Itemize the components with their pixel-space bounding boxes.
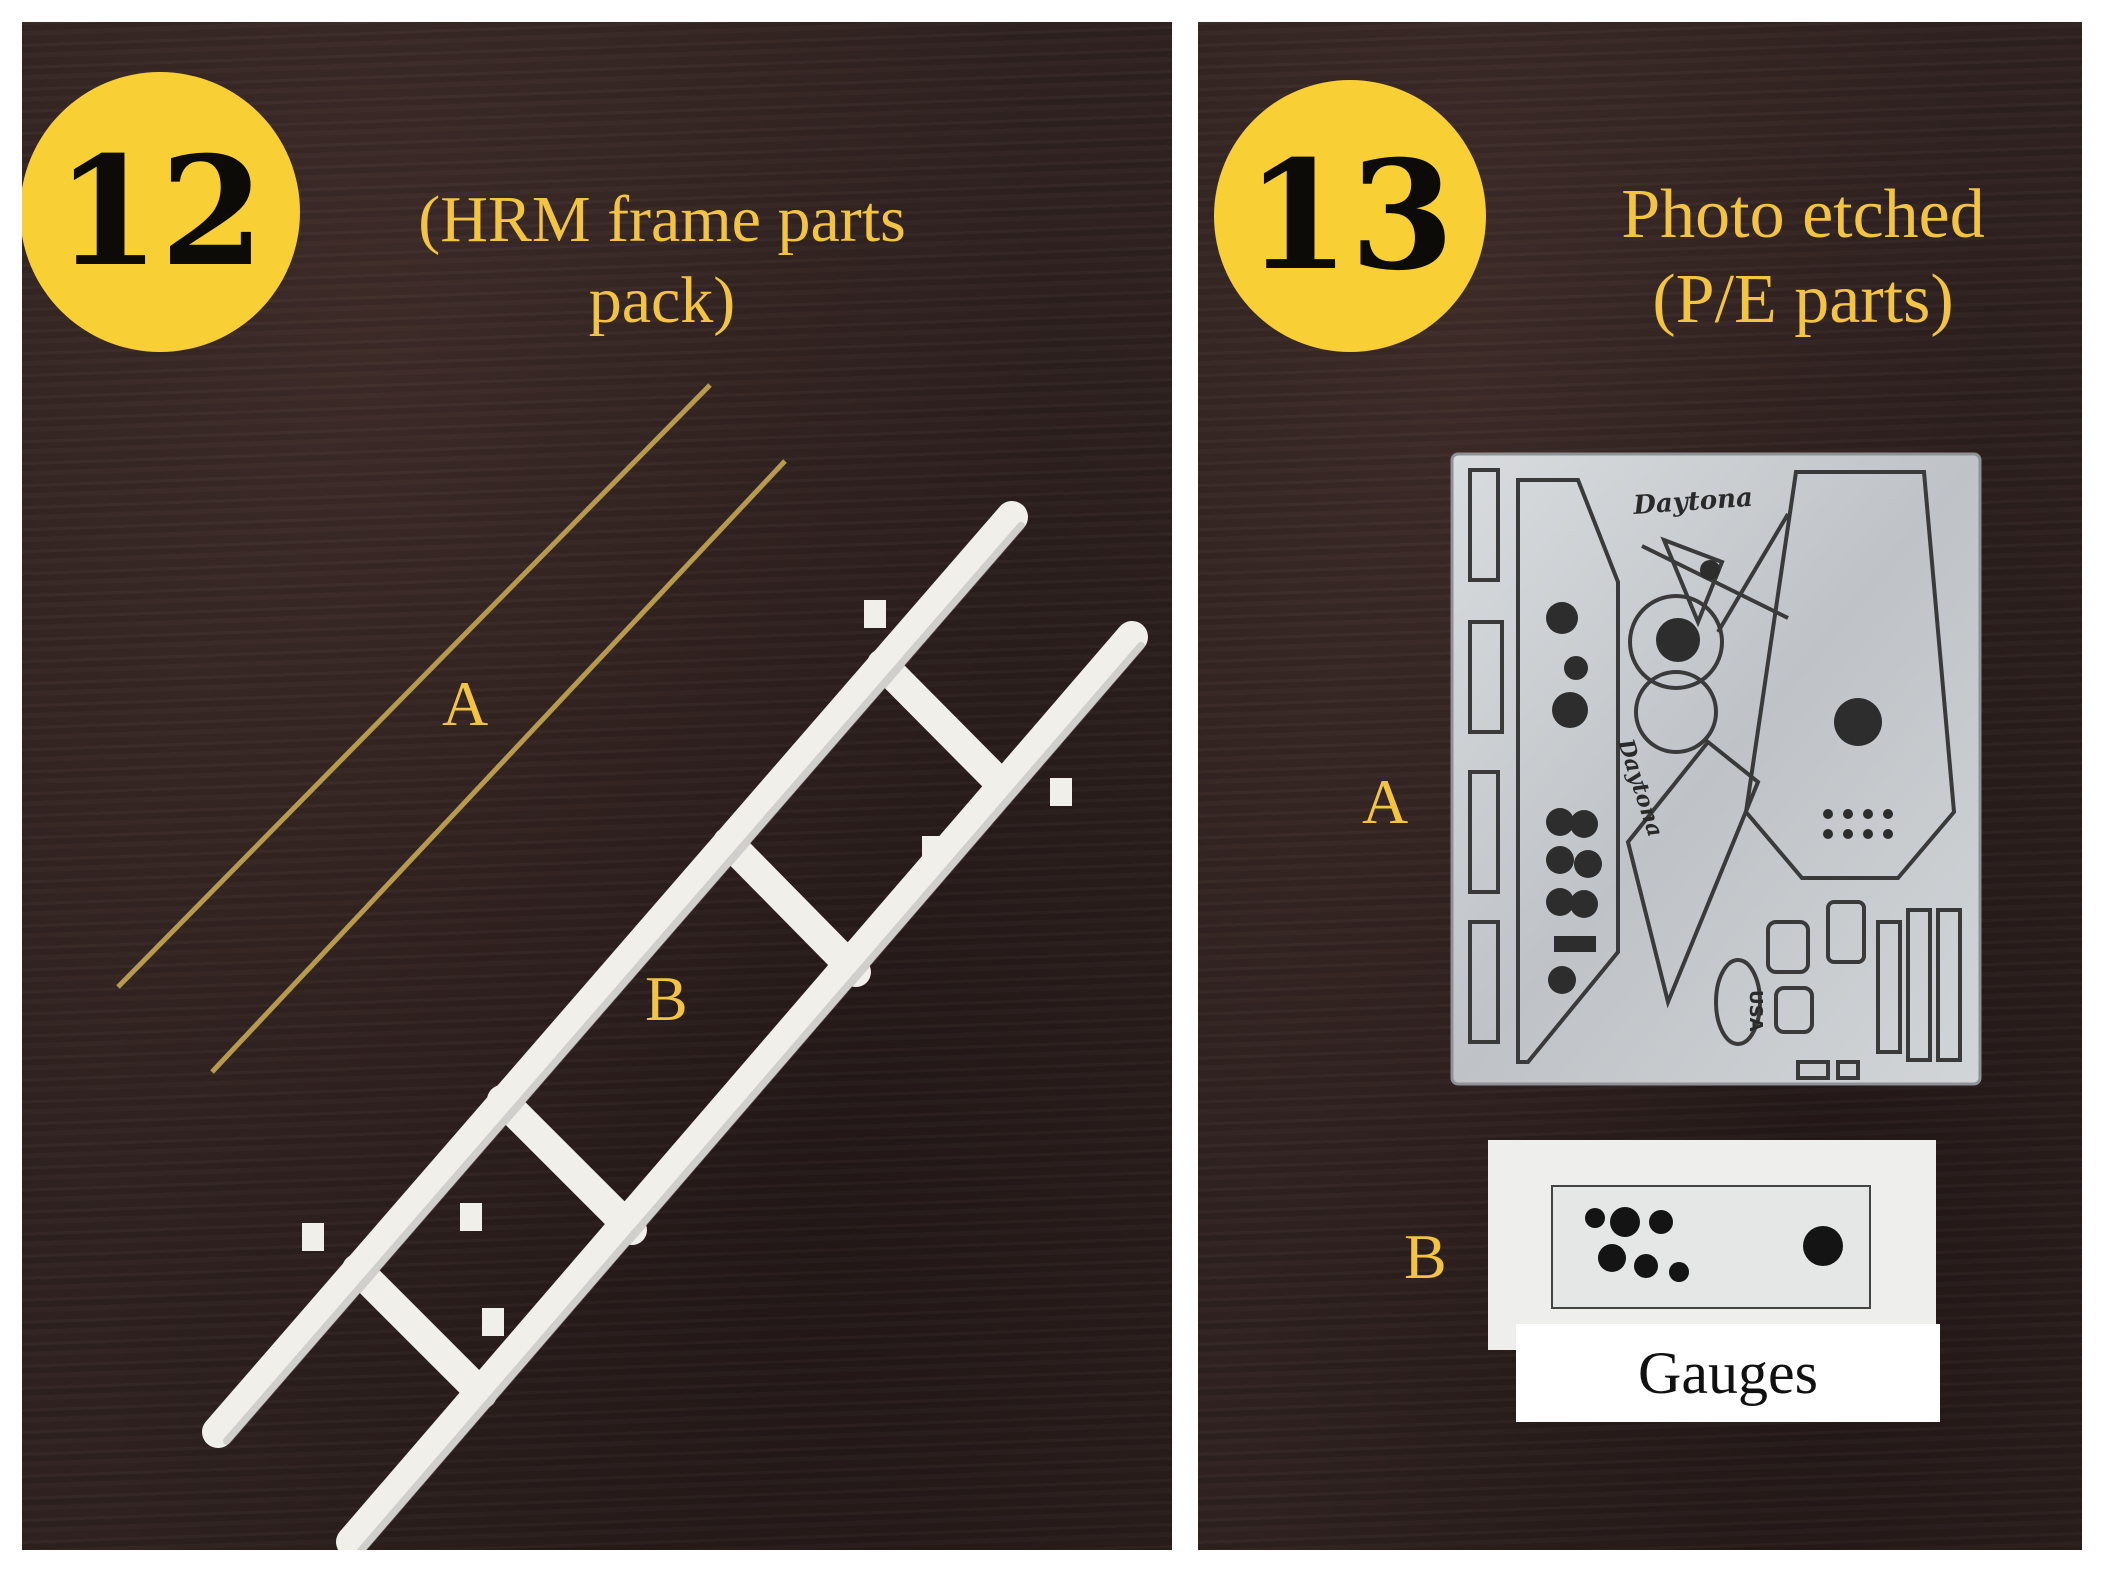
step-number: 13 xyxy=(1245,128,1455,304)
etch-dash-panel xyxy=(1516,478,1620,1064)
right-photo-panel: 13 Photo etched (P/E parts) xyxy=(1198,22,2082,1550)
photo-etch-fret: Daytona Daytona USA xyxy=(1450,452,1982,1086)
right-panel-title: Photo etched (P/E parts) xyxy=(1538,172,2068,343)
gauge-dial-large xyxy=(1803,1226,1843,1266)
title-line-1: Photo etched xyxy=(1621,176,1985,253)
frame-rail xyxy=(336,621,1148,1550)
gauge-dial xyxy=(1669,1262,1689,1282)
etch-usa-text: USA xyxy=(1745,990,1766,1032)
brass-rod-1 xyxy=(116,383,712,989)
step-13-badge: 13 xyxy=(1214,80,1486,352)
frame-mounting-tab xyxy=(302,1223,324,1251)
frame-mounting-tab xyxy=(1050,778,1072,806)
fret-sheet xyxy=(1450,452,1982,1086)
gauge-decal-sheet xyxy=(1488,1140,1936,1350)
label-a: A xyxy=(1362,766,1409,837)
frame-crossmember xyxy=(342,1254,497,1409)
etch-strip xyxy=(1468,468,1500,582)
frame-rail xyxy=(202,501,1028,1448)
gauge-dial xyxy=(1610,1207,1640,1237)
frame-crossmember xyxy=(713,827,871,987)
frame-mounting-tab xyxy=(482,1308,504,1336)
frame-mounting-tab xyxy=(864,600,886,628)
label-a: A xyxy=(442,668,489,739)
title-line-2: pack) xyxy=(588,263,736,337)
etch-usa-badge xyxy=(1714,958,1762,1046)
frame-mounting-tab xyxy=(922,836,944,864)
frame-crossmember xyxy=(867,649,1009,792)
plastic-frame xyxy=(202,501,1148,1550)
gauge-dial xyxy=(1585,1208,1605,1228)
brass-rods xyxy=(116,383,787,1074)
gauge-dial xyxy=(1634,1254,1658,1278)
frame-rails-and-crossmembers xyxy=(202,501,1148,1550)
title-line-2: (P/E parts) xyxy=(1652,261,1954,339)
label-b: B xyxy=(1404,1221,1447,1292)
frame-mounting-tab xyxy=(460,1203,482,1231)
left-photo-panel: 12 (HRM frame parts pack) A B xyxy=(22,22,1172,1550)
brass-rod-2 xyxy=(210,459,787,1074)
etch-spinner xyxy=(1660,536,1725,628)
title-line-1: (HRM frame parts xyxy=(418,183,906,256)
frame-rail-shadow xyxy=(357,642,1145,1550)
gauges-caption: Gauges xyxy=(1516,1324,1940,1422)
gauge-dial xyxy=(1649,1210,1673,1234)
etch-ring xyxy=(1628,594,1724,690)
step-number: 12 xyxy=(55,124,265,300)
frame-crossmember xyxy=(487,1085,647,1245)
gauge-dial xyxy=(1598,1244,1626,1272)
frame-rail-shadow xyxy=(223,522,1025,1445)
step-12-badge: 12 xyxy=(22,72,300,352)
left-panel-title: (HRM frame parts pack) xyxy=(382,180,942,341)
etch-floor-hole xyxy=(1834,698,1882,746)
label-b: B xyxy=(645,963,688,1034)
